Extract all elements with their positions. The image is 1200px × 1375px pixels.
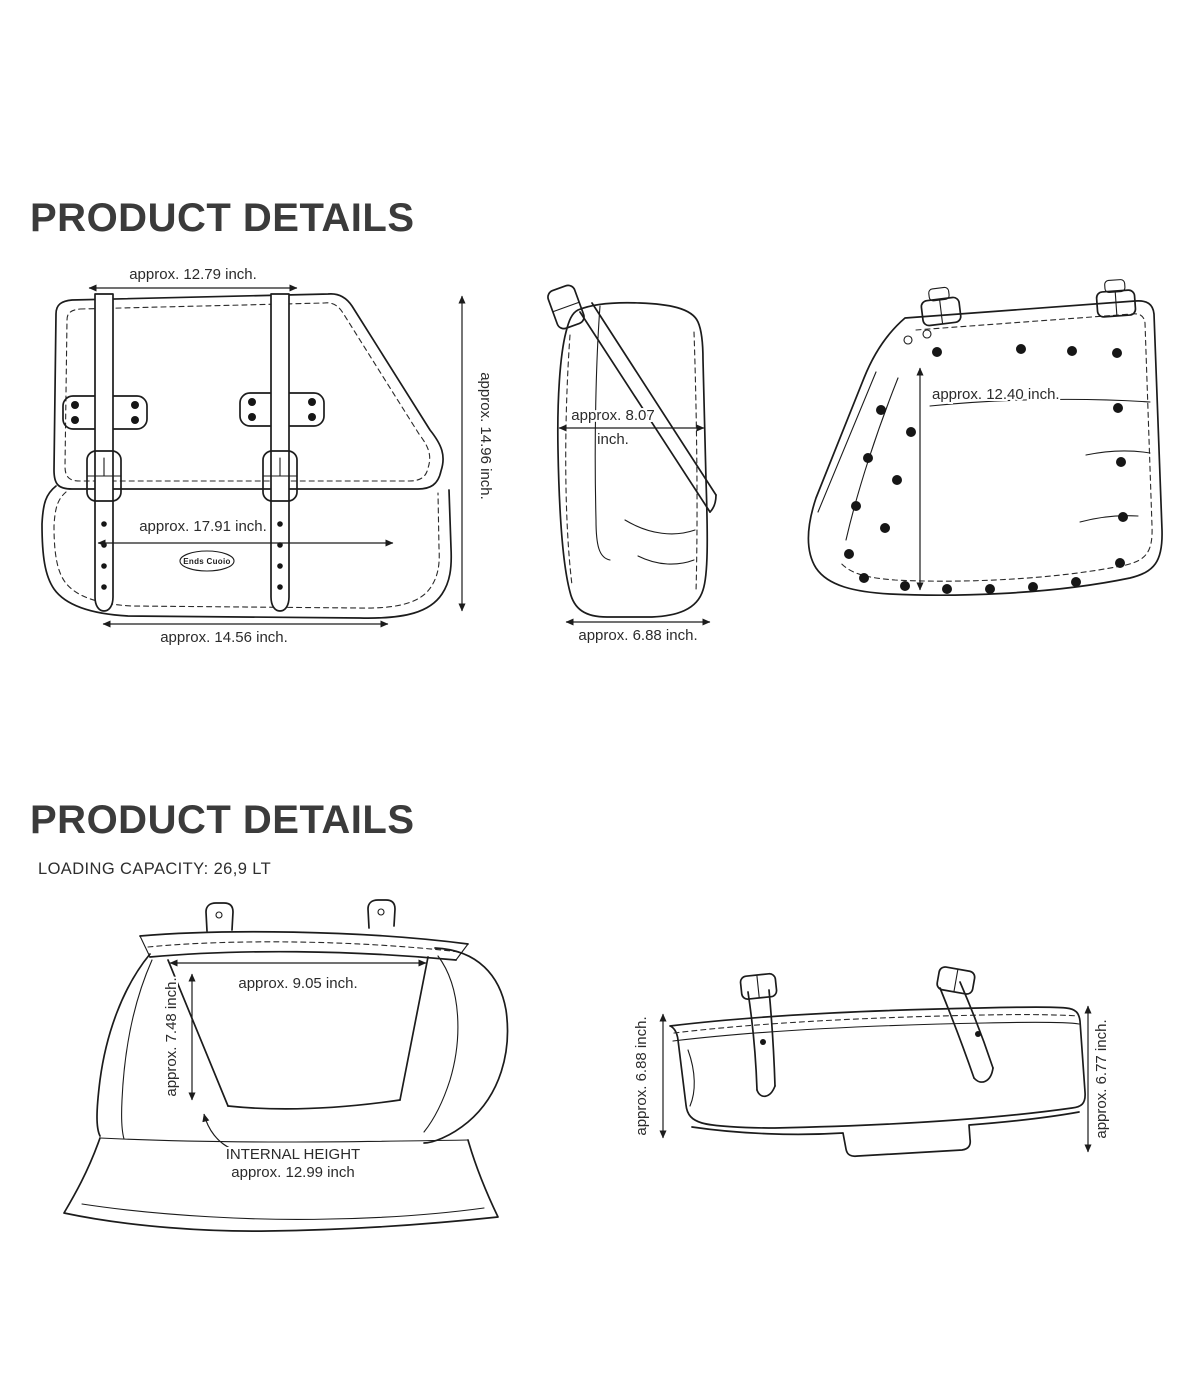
dim-label-top-width: approx. 12.79 inch. <box>129 266 257 283</box>
back-wrinkle-2 <box>1085 450 1151 456</box>
interior-opening <box>167 956 429 1110</box>
open-bottom-skirt <box>63 1137 499 1232</box>
dim-label-closed-right: approx. 6.77 inch. <box>1093 1019 1110 1138</box>
body-outline <box>41 485 453 619</box>
internal-height-value: approx. 12.99 inch <box>231 1164 354 1181</box>
side-stitch-right <box>693 331 698 593</box>
front-view-drawing: Ends Cuoio approx. 12.79 inch. approx. 1… <box>41 264 496 648</box>
front-strap-left <box>739 972 778 1098</box>
side-view-drawing: approx. 8.07 inch. approx. 6.88 inch. <box>547 284 717 646</box>
back-gusset-line-1 <box>817 371 877 513</box>
dim-front-middle-width: approx. 17.91 inch. <box>97 516 394 547</box>
dim-internal-height: INTERNAL HEIGHT approx. 12.99 inch <box>202 1113 362 1183</box>
flap-outline <box>53 293 444 490</box>
dim-front-top-width: approx. 12.79 inch. <box>88 264 298 292</box>
open-top-band-stitch <box>147 941 461 953</box>
open-view-drawing: approx. 9.05 inch. approx. 7.48 inch. IN… <box>63 899 509 1232</box>
open-top-band-inner <box>149 950 457 961</box>
side-outline <box>556 301 709 618</box>
dim-label-opening-width: approx. 9.05 inch. <box>238 975 357 992</box>
back-screw-hole-2 <box>922 329 932 339</box>
back-wrinkle-3 <box>1079 515 1139 523</box>
closed-view-drawing: approx. 6.88 inch. approx. 6.77 inch. <box>631 966 1112 1158</box>
dim-label-bottom-depth: approx. 6.88 inch. <box>578 627 697 644</box>
dim-opening-depth: approx. 7.48 inch. <box>161 973 196 1101</box>
dim-front-height: approx. 14.96 inch. <box>458 295 496 612</box>
strap-left <box>94 293 114 612</box>
closed-bottom-flange <box>691 1111 1080 1158</box>
back-stitching <box>839 313 1153 582</box>
dim-opening-width: approx. 9.05 inch. <box>169 959 427 994</box>
back-view-drawing: approx. 12.40 inch. <box>807 279 1163 597</box>
mount-clip-left <box>920 286 962 327</box>
dim-label-back-height: approx. 12.40 inch. <box>932 386 1060 403</box>
section-title-bottom: PRODUCT DETAILS <box>30 798 415 842</box>
dim-front-bottom-width: approx. 14.56 inch. <box>102 620 389 648</box>
open-top-band-outer <box>139 930 469 945</box>
closed-rim-inner <box>672 1021 1080 1042</box>
dim-label-height: approx. 14.96 inch. <box>477 372 494 500</box>
dim-closed-right-height: approx. 6.77 inch. <box>1084 1005 1112 1153</box>
mount-tab-left <box>205 902 234 932</box>
brand-logo: Ends Cuoio <box>179 550 235 572</box>
flap-stitching <box>64 302 431 482</box>
mount-tab-right <box>367 899 396 929</box>
side-wrinkle-2 <box>637 555 695 565</box>
back-outline <box>807 300 1163 597</box>
dim-side-depth: approx. 8.07 inch. <box>558 405 705 450</box>
section-title-top: PRODUCT DETAILS <box>30 196 415 240</box>
mount-clip-right <box>1095 279 1137 318</box>
dim-side-bottom-depth: approx. 6.88 inch. <box>565 618 711 646</box>
svg-text:Ends Cuoio: Ends Cuoio <box>183 557 230 566</box>
dim-label-middle-width: approx. 17.91 inch. <box>139 518 267 535</box>
side-top-buckle <box>547 284 585 330</box>
back-wrinkle-1 <box>929 398 1151 407</box>
side-strap <box>579 302 717 513</box>
strap-right <box>270 293 290 612</box>
side-wrinkle-1 <box>624 519 696 535</box>
dim-label-depth-line2: inch. <box>597 431 629 448</box>
body-stitching <box>53 491 440 609</box>
side-stitch-left <box>565 334 573 586</box>
dim-label-opening-depth: approx. 7.48 inch. <box>163 977 180 1096</box>
buckle-left <box>86 450 122 502</box>
closed-body-outline <box>669 1006 1086 1129</box>
dim-label-closed-left: approx. 6.88 inch. <box>633 1016 650 1135</box>
rivet-dots <box>844 344 1128 594</box>
buckle-right <box>262 450 298 502</box>
dim-closed-left-height: approx. 6.88 inch. <box>631 1013 667 1139</box>
dim-back-height: approx. 12.40 inch. <box>916 367 1062 591</box>
front-strap-right <box>936 966 994 1083</box>
closed-rim-stitch <box>673 1014 1079 1034</box>
loading-capacity-label: LOADING CAPACITY: 26,9 LT <box>38 860 272 878</box>
dim-label-bottom-width: approx. 14.56 inch. <box>160 629 288 646</box>
internal-height-label: INTERNAL HEIGHT <box>226 1146 360 1163</box>
open-hinge-line <box>99 1137 469 1143</box>
open-left-flap <box>96 953 153 1140</box>
dim-label-depth-line1: approx. 8.07 <box>571 407 654 424</box>
back-screw-hole-1 <box>903 335 913 345</box>
closed-wrinkle <box>687 1049 695 1107</box>
side-flap-edge <box>594 305 611 561</box>
open-right-flap <box>423 947 509 1144</box>
